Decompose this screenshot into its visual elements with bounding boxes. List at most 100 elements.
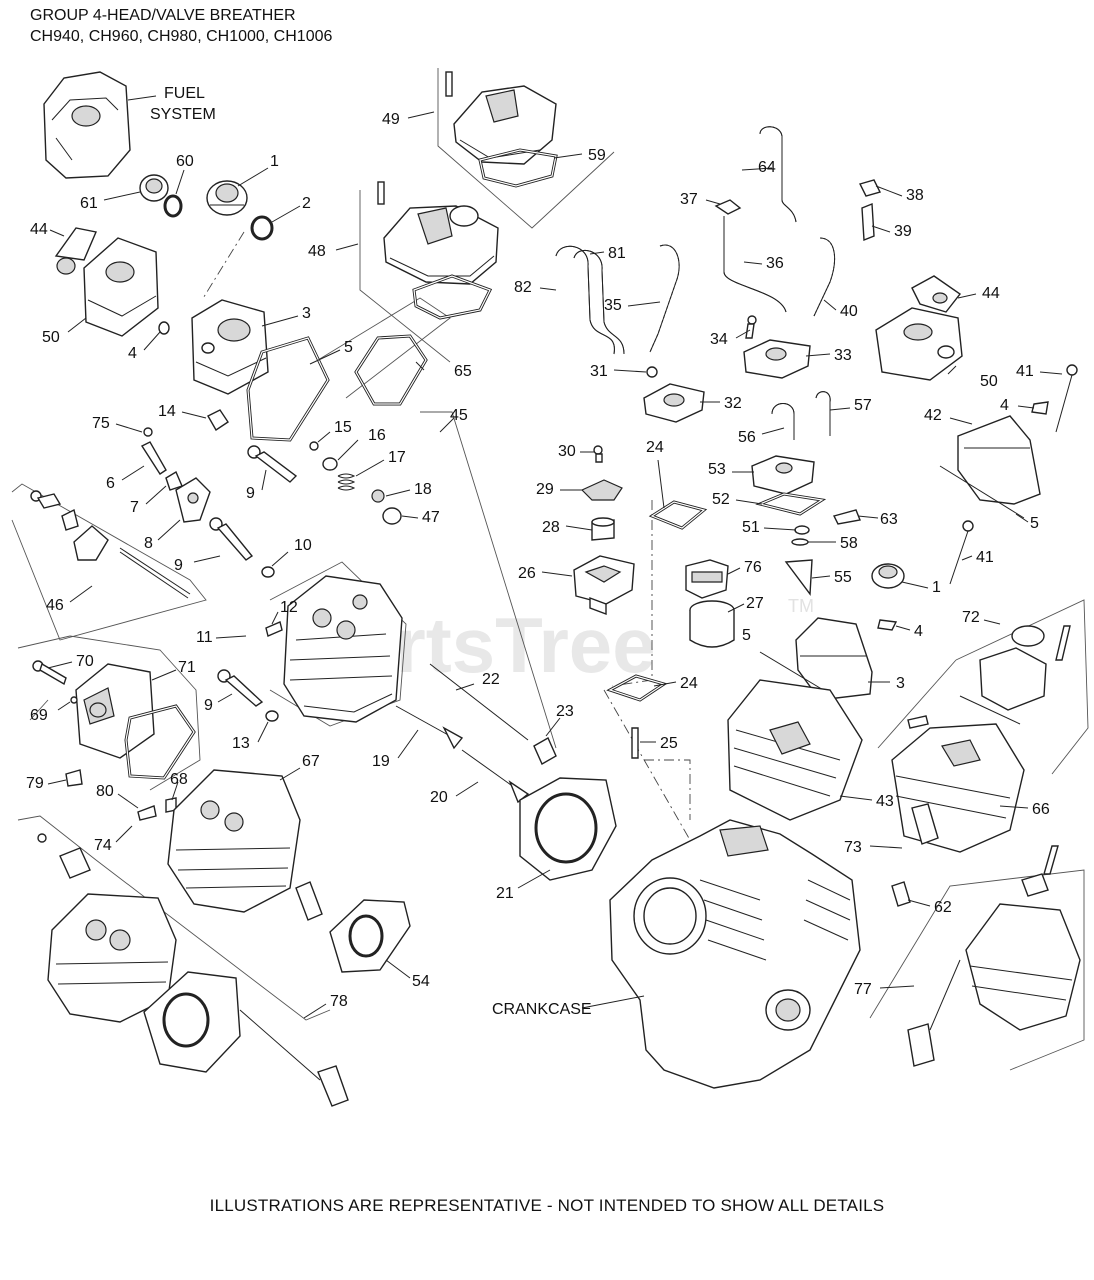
callout-29: 29 <box>536 481 554 498</box>
callout-7: 7 <box>130 499 139 516</box>
cylinder-head-67 <box>167 769 301 913</box>
lifter-23 <box>533 737 557 765</box>
callout-10: 10 <box>294 537 312 554</box>
callout-33: 33 <box>834 347 852 364</box>
retainer-18 <box>371 489 385 503</box>
callout-52: 52 <box>712 491 730 508</box>
callout-55: 55 <box>834 569 852 586</box>
reed-51 <box>794 525 810 535</box>
rocker-arm-8 <box>175 477 211 523</box>
callout-labels: FUEL SYSTEM CRANKCASE 1 2 3 4 5 6 7 8 9 … <box>26 85 1050 1018</box>
seal-2 <box>250 215 274 241</box>
bolt-41-lower <box>949 520 974 585</box>
diagram-footer-note: ILLUSTRATIONS ARE REPRESENTATIVE - NOT I… <box>209 1196 885 1215</box>
callout-30: 30 <box>558 443 576 460</box>
callout-74: 74 <box>94 837 112 854</box>
callout-80: 80 <box>96 783 114 800</box>
gasket-59 <box>478 148 558 188</box>
callout-44-right: 44 <box>982 285 1000 302</box>
gasket-24-upper <box>648 500 708 530</box>
callout-8: 8 <box>144 535 153 552</box>
callout-45: 45 <box>450 407 468 424</box>
label-fuel-system-line2: SYSTEM <box>150 106 216 123</box>
callout-32: 32 <box>724 395 742 412</box>
callout-4: 4 <box>128 345 137 362</box>
leader-lines <box>47 95 1063 1019</box>
callout-69: 69 <box>30 707 48 724</box>
breather-box-76 <box>685 559 729 599</box>
callout-44-left: 44 <box>30 221 48 238</box>
callout-21: 21 <box>496 885 514 902</box>
callout-36: 36 <box>766 255 784 272</box>
callout-6: 6 <box>106 475 115 492</box>
callout-18: 18 <box>414 481 432 498</box>
callout-28: 28 <box>542 519 560 536</box>
callout-15: 15 <box>334 419 352 436</box>
breather-cover-3-right <box>795 617 873 701</box>
callout-23: 23 <box>556 703 574 720</box>
callout-17: 17 <box>388 449 406 466</box>
callout-27: 27 <box>746 595 764 612</box>
seal-5-center-right <box>759 651 831 695</box>
bolt-9-middle <box>209 517 254 561</box>
label-fuel-system-line1: FUEL <box>164 85 205 102</box>
callout-26: 26 <box>518 565 536 582</box>
callout-47: 47 <box>422 509 440 526</box>
cap-seal-60 <box>163 194 183 218</box>
clamp-37 <box>714 199 742 215</box>
wedge-55 <box>784 559 813 596</box>
gasket-71 <box>124 704 196 780</box>
valve-cover-49 <box>445 71 557 165</box>
callout-75: 75 <box>92 415 110 432</box>
dipstick-cap-1 <box>206 180 248 216</box>
breather-clip-44 <box>54 227 97 275</box>
gasket-54 <box>329 899 411 973</box>
seal-47 <box>382 507 402 525</box>
callout-62: 62 <box>934 899 952 916</box>
diagram-title: GROUP 4-HEAD/VALVE BREATHER <box>30 7 296 24</box>
callout-24-upper: 24 <box>646 439 664 456</box>
callout-25: 25 <box>660 735 678 752</box>
callout-40: 40 <box>840 303 858 320</box>
callout-50-left: 50 <box>42 329 60 346</box>
callout-42: 42 <box>924 407 942 424</box>
head-assembly-77 <box>907 845 1081 1067</box>
callout-46: 46 <box>46 597 64 614</box>
breather-plate-33 <box>743 339 811 379</box>
callout-12: 12 <box>280 599 298 616</box>
nut-31 <box>646 366 658 378</box>
callout-1: 1 <box>270 153 279 170</box>
stud-25 <box>631 727 639 759</box>
callout-82: 82 <box>514 279 532 296</box>
callout-77: 77 <box>854 981 872 998</box>
callout-9-lower: 9 <box>204 697 213 714</box>
callout-41-lower: 41 <box>976 549 994 566</box>
callout-53: 53 <box>708 461 726 478</box>
callout-19: 19 <box>372 753 390 770</box>
callout-59: 59 <box>588 147 606 164</box>
watermark-tm: TM <box>788 596 814 616</box>
valve-cover-48 <box>377 181 499 285</box>
bolt-9-upper <box>247 445 298 483</box>
breather-clip-44-right <box>911 275 962 313</box>
breather-assembly-72 <box>959 625 1071 725</box>
crankcase <box>609 819 861 1089</box>
breather-cylinder-27 <box>689 600 735 648</box>
spring-17 <box>337 473 356 491</box>
tube-56 <box>771 403 795 440</box>
label-crankcase: CRANKCASE <box>492 1001 592 1018</box>
tab-4-right-lower <box>877 619 898 631</box>
hose-35 <box>649 244 680 353</box>
group-outlines <box>11 68 1089 1071</box>
callout-39: 39 <box>894 223 912 240</box>
washer-58 <box>791 538 809 546</box>
lifter-73 <box>911 803 939 845</box>
hoses-81-82 <box>555 245 625 355</box>
gasket-65 <box>354 334 428 406</box>
callout-9-middle: 9 <box>174 557 183 574</box>
seal-5-right <box>939 465 1025 519</box>
callout-22: 22 <box>482 671 500 688</box>
bolt-41-upper <box>1055 364 1078 433</box>
corrugated-hose-40 <box>813 237 836 317</box>
callout-68: 68 <box>170 771 188 788</box>
